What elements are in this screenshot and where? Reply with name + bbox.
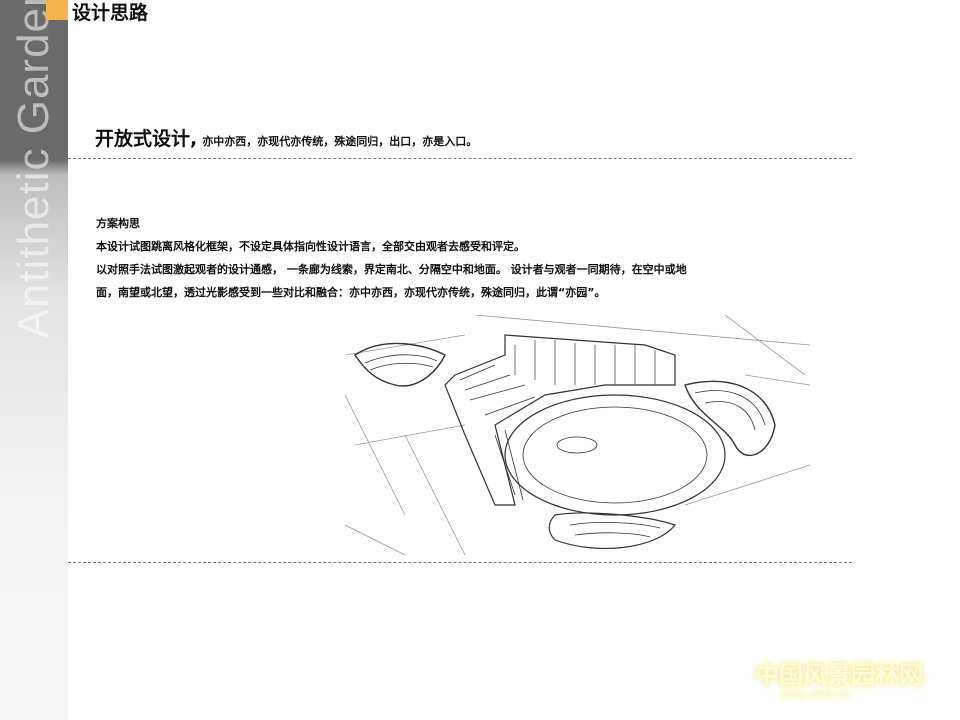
page-title: 设计思路	[72, 2, 149, 24]
headline-sub: 亦中亦西，亦现代亦传统，殊途同归，出口，亦是入口。	[202, 135, 478, 148]
accent-square	[46, 0, 68, 20]
body-heading: 方案构思	[96, 217, 140, 230]
divider-bottom	[68, 562, 852, 563]
watermark-text: 中国风景园林网	[755, 661, 923, 689]
watermark-logo: 中国风景园林网 chla.com.cn	[755, 655, 923, 700]
garden-sketch-image	[345, 315, 810, 556]
divider-top	[68, 158, 852, 159]
body-line: 面，南望或北望，透过光影感受到一些对比和融合：亦中亦西，亦现代亦传统，殊途同归，…	[96, 286, 606, 299]
watermark-url: chla.com.cn	[780, 690, 852, 700]
body-text: 方案构思 本设计试图跳离风格化框架，不设定具体指向性设计语言，全部交由观者去感受…	[96, 212, 687, 304]
body-line: 以对照手法试图激起观者的设计通感， 一条廊为线索，界定南北、分隔空中和地面。 设…	[96, 263, 687, 276]
sidebar: Antithetic Garden	[0, 0, 68, 720]
sidebar-vertical-text: Antithetic Garden	[9, 0, 58, 339]
headline-main: 开放式设计,	[95, 128, 198, 150]
headline: 开放式设计, 亦中亦西，亦现代亦传统，殊途同归，出口，亦是入口。	[95, 124, 477, 151]
body-line: 本设计试图跳离风格化框架，不设定具体指向性设计语言，全部交由观者去感受和评定。	[96, 240, 525, 253]
